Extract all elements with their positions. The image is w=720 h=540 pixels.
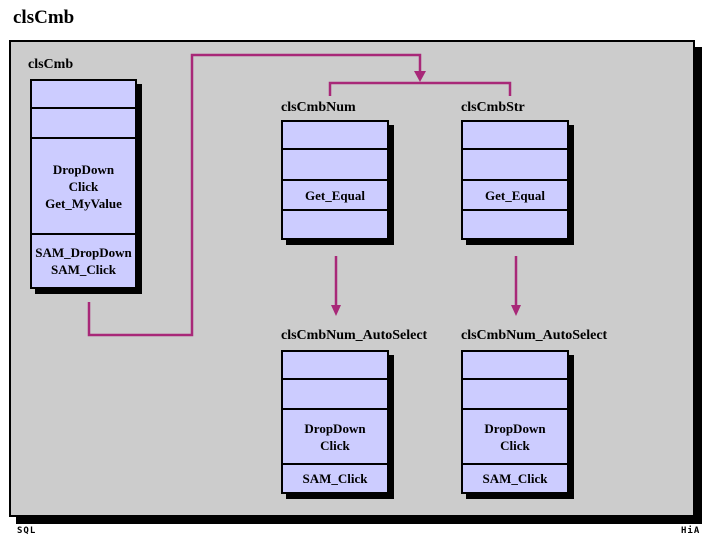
compartment xyxy=(283,122,387,148)
compartment-sam-methods: SAM_DropDown SAM_Click xyxy=(32,233,135,287)
class-box-clscmbstr: Get_Equal xyxy=(461,120,569,240)
class-label-clscmbstr: clsCmbStr xyxy=(461,100,525,115)
compartment xyxy=(283,148,387,179)
compartment-sam-methods: SAM_Click xyxy=(283,463,387,492)
footer-mark-sql: SQL xyxy=(17,526,37,536)
compartment-methods: DropDown Click xyxy=(463,408,567,463)
compartment-sam-methods: SAM_Click xyxy=(463,463,567,492)
compartment xyxy=(463,209,567,238)
compartment xyxy=(283,209,387,238)
compartment xyxy=(32,81,135,107)
class-box-clscmbnum: Get_Equal xyxy=(281,120,389,240)
compartment xyxy=(283,378,387,408)
compartment-methods: DropDown Click xyxy=(283,408,387,463)
compartment xyxy=(283,352,387,378)
class-box-autoselect-left: DropDown Click SAM_Click xyxy=(281,350,389,494)
compartment-methods: DropDown Click Get_MyValue xyxy=(32,137,135,233)
class-label-autoselect-left: clsCmbNum_AutoSelect xyxy=(281,328,428,343)
compartment xyxy=(32,107,135,137)
class-box-clscmb: DropDown Click Get_MyValue SAM_DropDown … xyxy=(30,79,137,289)
compartment-methods: Get_Equal xyxy=(463,179,567,209)
class-label-clscmbnum: clsCmbNum xyxy=(281,100,356,115)
compartment xyxy=(463,148,567,179)
class-box-autoselect-right: DropDown Click SAM_Click xyxy=(461,350,569,494)
footer-mark-hia: HiA xyxy=(681,526,701,536)
slide-title: clsCmb xyxy=(13,7,75,28)
compartment xyxy=(463,352,567,378)
compartment-methods: Get_Equal xyxy=(283,179,387,209)
compartment xyxy=(463,122,567,148)
compartment xyxy=(463,378,567,408)
class-label-clscmb: clsCmb xyxy=(28,57,74,72)
class-label-autoselect-right: clsCmbNum_AutoSelect xyxy=(461,328,608,343)
